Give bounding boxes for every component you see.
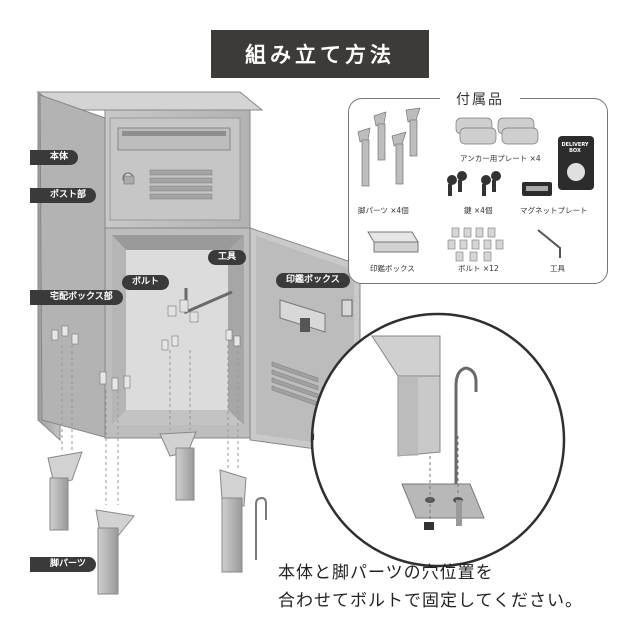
- bolts-icon: [447, 227, 504, 262]
- keys-icon: [447, 171, 501, 196]
- stamp-box-icon: [367, 231, 419, 243]
- label-legs: 脚パーツ: [30, 557, 96, 572]
- label-post: ポスト部: [30, 188, 97, 203]
- caption-line-2: 合わせてボルトで固定してください。: [278, 591, 583, 611]
- acc-anchor-label: アンカー用プレート ×4: [460, 154, 541, 163]
- leg-4: [219, 469, 247, 507]
- acc-stamp-label: 印鑑ボックス: [370, 264, 415, 273]
- legs-icon: [357, 107, 421, 187]
- accessories-icons: [357, 107, 594, 262]
- leg-1: [47, 451, 83, 485]
- label-stamp-box: 印鑑ボックス: [276, 273, 350, 288]
- acc-magnet-label: マグネットプレート: [520, 206, 588, 215]
- label-bolt: ボルト: [122, 275, 170, 290]
- caption-line-1: 本体と脚パーツの穴位置を: [278, 563, 494, 583]
- acc-legs-label: 脚パーツ ×4個: [358, 206, 409, 215]
- page-title: 組み立て方法: [211, 30, 429, 78]
- accessories-heading: 付属品: [440, 89, 520, 109]
- delivery-plate-text: DELIVERY BOX: [561, 142, 589, 154]
- label-tool: 工具: [208, 250, 247, 265]
- label-delivery: 宅配ボックス部: [30, 290, 123, 305]
- label-body: 本体: [30, 150, 79, 165]
- acc-tool-label: 工具: [550, 264, 565, 273]
- tool-icon: [537, 229, 561, 258]
- acc-keys-label: 鍵 ×4個: [464, 206, 493, 215]
- anchor-plate-icon: [455, 117, 539, 145]
- acc-bolts-label: ボルト ×12: [458, 264, 499, 273]
